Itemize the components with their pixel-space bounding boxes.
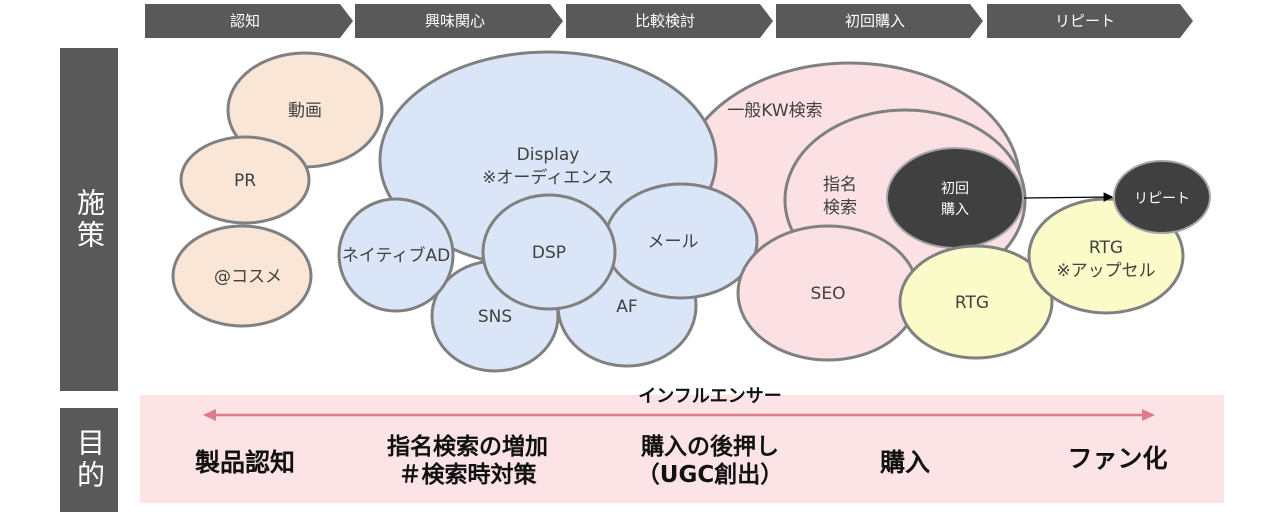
bubble-first-purchase-label-1: 初回 — [941, 180, 969, 197]
bubble-rtg-upsell-label-2: ※アップセル — [1056, 261, 1155, 281]
bubble-pr: PR — [179, 135, 311, 225]
purpose-band — [140, 395, 1224, 503]
bubble-af-label: AF — [616, 297, 637, 317]
first-purchase-to-repeat-arrow — [1023, 192, 1114, 202]
bubble-first-purchase: 初回 購入 — [886, 147, 1024, 249]
side-label-measures: 施策 — [60, 48, 118, 391]
stage-label: 比較検討 — [635, 12, 695, 30]
stage-label: 認知 — [230, 12, 260, 30]
bubble-mail-label: メール — [648, 232, 699, 252]
bubble-dsp-label: DSP — [532, 243, 566, 263]
measures-diagram: 動画 PR @コスメ 一般KW検索 指名 検索 初回 購入 Display ※オ… — [171, 50, 1211, 373]
bubble-cosme-label: @コスメ — [214, 267, 282, 287]
bubble-seo-label: SEO — [811, 284, 846, 304]
bubble-display-label-2: ※オーディエンス — [482, 167, 614, 188]
bubble-repeat: リピート — [1113, 160, 1211, 234]
stage-chevron-first-purchase: 初回購入 — [776, 4, 983, 38]
bubble-mail: メール — [603, 182, 759, 300]
side-label-measures-text: 施策 — [73, 187, 106, 252]
purpose-purchase: 購入 — [879, 448, 930, 477]
stage-label: リピート — [1055, 12, 1115, 30]
stage-chevron-comparison: 比較検討 — [566, 4, 773, 38]
purpose-product-awareness: 製品認知 — [194, 448, 295, 477]
stage-header: 認知 興味関心 比較検討 初回購入 リピート — [145, 4, 1193, 38]
bubble-named-search-label-2: 検索 — [823, 198, 857, 218]
bubble-native-ad: ネイティブAD — [337, 197, 455, 313]
bubble-video-label: 動画 — [288, 101, 322, 121]
side-label-purpose: 目的 — [60, 408, 118, 512]
bubble-repeat-label: リピート — [1134, 191, 1190, 207]
stage-chevron-interest: 興味関心 — [355, 4, 563, 38]
stage-chevron-awareness: 認知 — [145, 4, 353, 38]
purpose-fan: ファン化 — [1067, 444, 1168, 473]
stage-label: 初回購入 — [845, 12, 905, 30]
side-label-purpose-text: 目的 — [73, 428, 106, 492]
bubble-dsp: DSP — [481, 193, 617, 311]
bubble-first-purchase-label-2: 購入 — [941, 202, 969, 218]
stage-label: 興味関心 — [425, 12, 485, 30]
bubble-display-label-1: Display — [517, 145, 580, 165]
stage-chevron-repeat: リピート — [987, 4, 1193, 38]
bubble-rtg-upsell-label-1: RTG — [1089, 238, 1123, 258]
bubble-native-ad-label: ネイティブAD — [342, 245, 450, 266]
bubble-named-search-label-1: 指名 — [823, 175, 857, 195]
bubble-rtg: RTG — [898, 244, 1054, 360]
influencer-label: インフルエンサー — [638, 386, 782, 407]
bubble-sns-label: SNS — [478, 307, 512, 327]
bubble-pr-label: PR — [234, 171, 256, 191]
purpose-named-search-increase: 指名検索の増加 ＃検索時対策 — [387, 434, 548, 488]
bubble-general-kw-label: 一般KW検索 — [727, 101, 822, 121]
purpose-purchase-push: 購入の後押し （UGC創出） — [636, 434, 784, 488]
bubble-rtg-label: RTG — [955, 293, 989, 313]
bubble-cosme: @コスメ — [171, 224, 313, 328]
